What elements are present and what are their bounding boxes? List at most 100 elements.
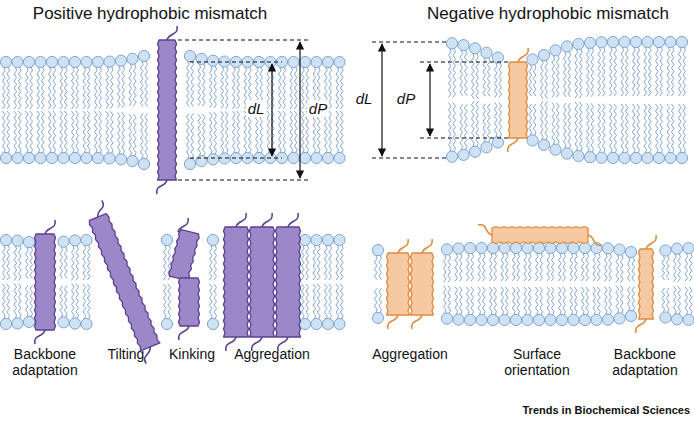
lipid-head xyxy=(115,154,126,165)
lipid-tail xyxy=(210,245,213,280)
helix-tail xyxy=(262,213,272,227)
lipid-tail xyxy=(472,101,475,147)
helix xyxy=(508,48,529,152)
lipid-tail xyxy=(18,283,21,318)
lipid-tail xyxy=(106,67,109,109)
lipid-tail xyxy=(221,67,224,109)
lipid-tail xyxy=(517,287,520,315)
lipid-tail xyxy=(662,288,665,313)
lipid-head xyxy=(625,246,636,257)
lipid-head xyxy=(596,152,607,163)
lipid-tail xyxy=(460,50,463,96)
lipid-tail xyxy=(476,101,479,147)
lipid-tail xyxy=(225,111,228,153)
lipid-head xyxy=(23,237,34,248)
lipid-tail xyxy=(667,47,670,96)
lipid-tail xyxy=(30,285,33,317)
lipid-tail xyxy=(459,287,462,315)
lipid-tail xyxy=(336,284,339,319)
lipid-head xyxy=(207,154,218,165)
lipid-tail xyxy=(306,245,309,280)
lipid-tail xyxy=(64,111,67,153)
lipid-tail xyxy=(99,67,102,109)
lipid-tail xyxy=(87,111,90,153)
lipid-tail xyxy=(14,283,17,318)
lipid-tail xyxy=(648,47,651,96)
lipid-head xyxy=(607,152,618,163)
lipid-tail xyxy=(605,253,608,281)
lipid-tail xyxy=(453,103,456,152)
lipid-tail xyxy=(7,111,10,153)
lipid-tail xyxy=(460,104,463,150)
lipid-tail xyxy=(551,287,554,315)
lipid-tail xyxy=(633,47,636,96)
lipid-tail xyxy=(214,284,217,319)
lipid-tail xyxy=(541,60,544,99)
helix-tail xyxy=(478,225,492,235)
lipid-tail xyxy=(689,253,692,281)
lipid-head xyxy=(92,56,103,67)
lipid-tail xyxy=(563,253,566,281)
lipid-head xyxy=(46,56,57,67)
lipid-head xyxy=(653,152,664,163)
lipid-tail xyxy=(683,47,686,96)
lipid-head xyxy=(322,56,333,67)
lipid-tail xyxy=(660,47,663,96)
lipid-tail xyxy=(495,63,498,98)
lipid-head xyxy=(538,139,549,150)
helix-body xyxy=(639,249,654,319)
lipid-head xyxy=(81,152,92,163)
lipid-tail xyxy=(14,67,17,109)
helix xyxy=(250,213,275,351)
lipid-tail xyxy=(478,253,481,281)
lipid-tail xyxy=(76,284,79,319)
lipid-tail xyxy=(582,287,585,315)
lipid-tail xyxy=(674,286,677,314)
helix-tail xyxy=(35,330,45,344)
lipid-tail xyxy=(602,47,605,96)
helix xyxy=(636,235,657,333)
lipid-tail xyxy=(302,111,305,153)
lipid-tail xyxy=(528,253,531,281)
helix xyxy=(83,200,165,364)
lipid-tail xyxy=(575,102,578,151)
mechanism-label: Aggregation xyxy=(360,346,460,362)
lipid-bilayer xyxy=(372,242,694,325)
lipid-head xyxy=(161,234,172,245)
lipid-head xyxy=(469,43,480,54)
helix-body xyxy=(276,227,301,337)
lipid-head xyxy=(322,318,333,329)
lipid-tail xyxy=(587,48,590,97)
lipid-head xyxy=(12,152,23,163)
lipid-tail xyxy=(30,111,33,153)
lipid-tail xyxy=(256,111,259,153)
lipid-tail xyxy=(283,111,286,153)
lipid-tail xyxy=(666,256,669,281)
mechanism-label: Surface orientation xyxy=(492,346,582,378)
lipid-tail xyxy=(221,111,224,153)
lipid-tail xyxy=(662,256,665,281)
lipid-tail xyxy=(329,284,332,319)
lipid-tail xyxy=(564,103,567,149)
lipid-tail xyxy=(656,104,659,153)
lipid-tail xyxy=(225,67,228,109)
lipid-tail xyxy=(41,67,44,109)
lipid-tail xyxy=(517,253,520,281)
lipid-tail xyxy=(536,253,539,281)
lipid-head xyxy=(58,56,69,67)
lipid-tail xyxy=(379,288,382,313)
lipid-tail xyxy=(340,67,343,109)
lipid-tail xyxy=(448,254,451,282)
lipid-tail xyxy=(559,253,562,281)
lipid-tail xyxy=(340,284,343,319)
lipid-head xyxy=(0,318,11,329)
helix-tail xyxy=(179,326,189,340)
lipid-tail xyxy=(317,111,320,153)
lipid-tail xyxy=(279,67,282,109)
lipid-tail xyxy=(106,111,109,153)
lipid-head xyxy=(642,152,653,163)
lipid-tail xyxy=(191,61,194,106)
lipid-head xyxy=(487,242,498,253)
lipid-tail xyxy=(233,67,236,109)
